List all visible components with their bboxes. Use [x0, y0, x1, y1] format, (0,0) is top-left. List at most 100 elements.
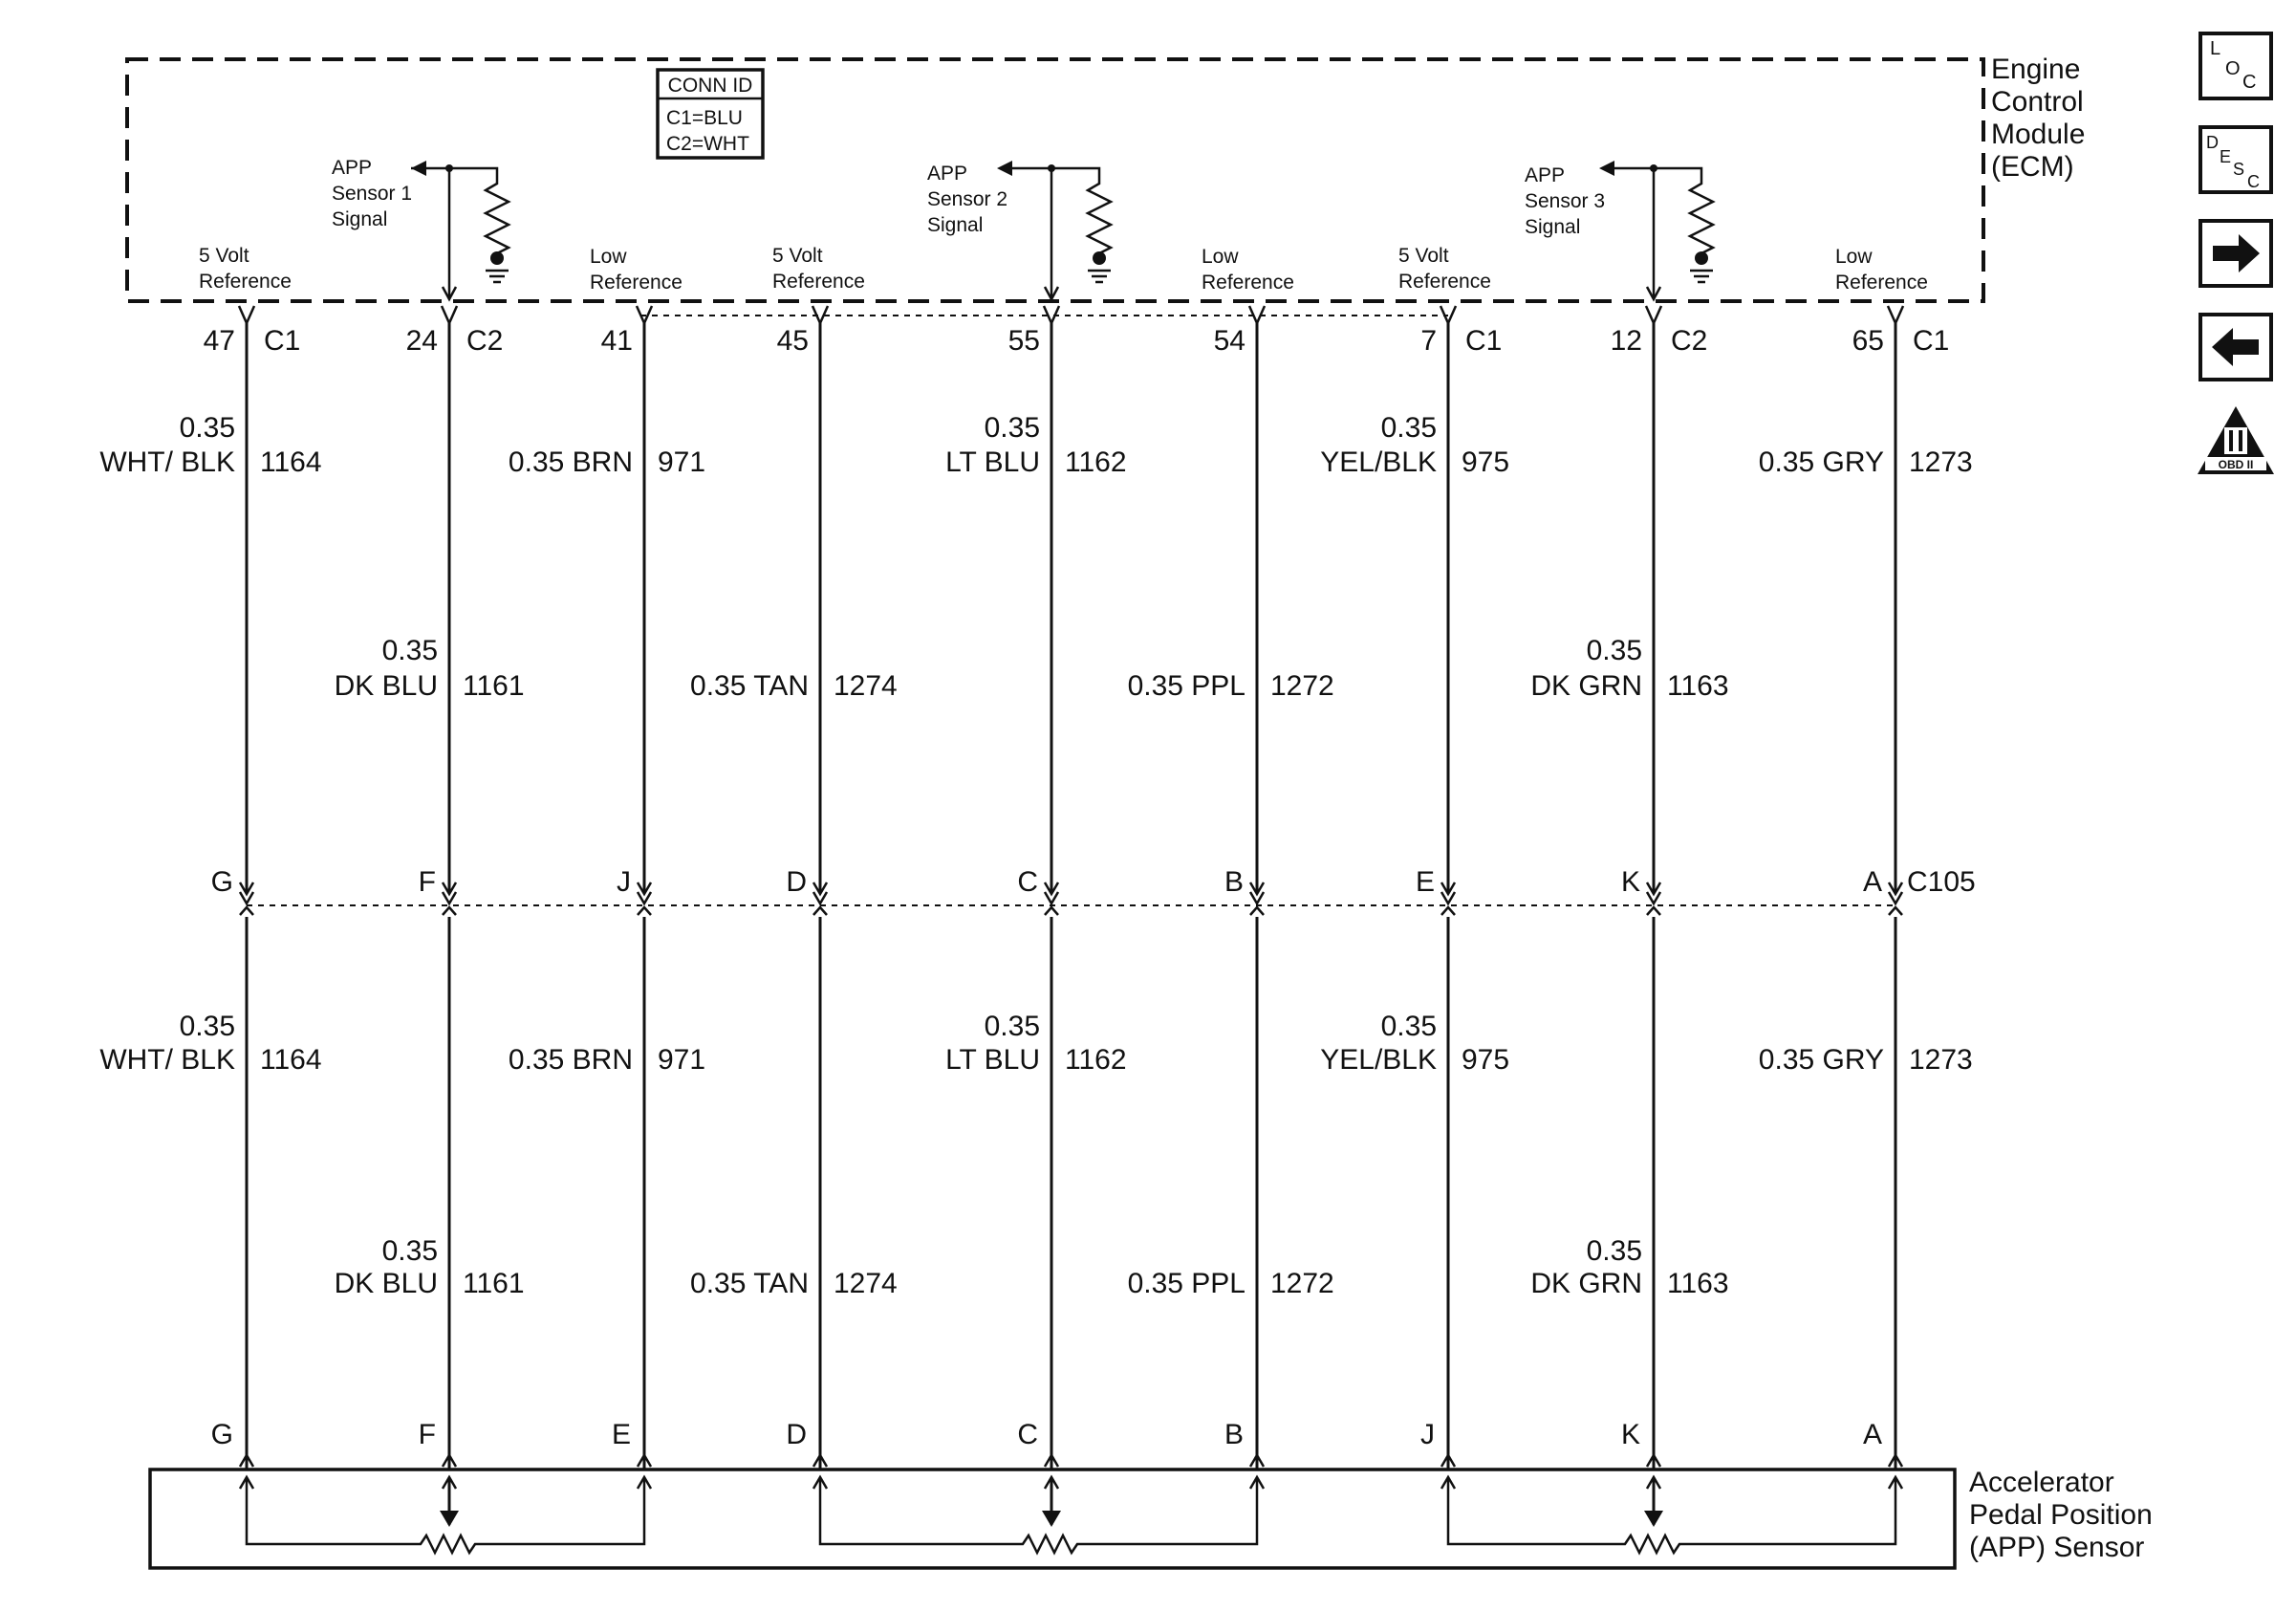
sensor-pin-letter: A	[1863, 1419, 1882, 1450]
c105-terminal	[441, 882, 458, 906]
svg-text:E: E	[2220, 147, 2231, 166]
svg-text:Low: Low	[1835, 246, 1873, 268]
circuit-number-label: 1164	[260, 446, 322, 478]
c105-terminal	[812, 882, 829, 906]
ecm-pin-number: 54	[1214, 325, 1245, 357]
svg-text:(APP) Sensor: (APP) Sensor	[1969, 1532, 2144, 1563]
svg-text:Reference: Reference	[772, 271, 865, 293]
svg-text:Signal: Signal	[927, 214, 983, 236]
wire-color-label: LT BLU	[945, 446, 1040, 478]
circuit-number-label: 1162	[1065, 1044, 1127, 1076]
wire-color-label: WHT/ BLK	[99, 446, 235, 478]
circuit-number-label: 1274	[834, 670, 898, 702]
desc-icon[interactable]: D E S C	[2199, 125, 2273, 194]
wire-color-label: YEL/BLK	[1320, 1044, 1437, 1076]
circuit-number-label: 971	[658, 1044, 705, 1076]
wire-gauge-label: 0.35	[180, 1011, 235, 1042]
svg-text:APP: APP	[332, 157, 372, 179]
wire-color-label: 0.35 GRY	[1759, 1044, 1884, 1076]
ecm-pin-number: 24	[406, 325, 438, 357]
c105-cavity-letter: K	[1621, 866, 1640, 898]
c105-terminal	[1440, 905, 1456, 916]
svg-text:Low: Low	[1202, 246, 1239, 268]
svg-text:L: L	[2210, 38, 2220, 59]
ecm-pin-terminal	[635, 305, 654, 327]
conn-id-box: CONN ID C1=BLU C2=WHT	[656, 68, 765, 160]
ecm-pin-terminal	[1886, 305, 1905, 327]
c105-terminal	[637, 905, 652, 916]
c105-cavity-letter: A	[1863, 866, 1882, 898]
c105-terminal	[1887, 882, 1904, 906]
wire-gauge-label: 0.35	[382, 635, 438, 666]
wire-gauge-label: 0.35	[1587, 635, 1642, 666]
svg-text:Signal: Signal	[1525, 216, 1580, 238]
svg-text:Reference: Reference	[590, 272, 682, 294]
ecm-pin-terminal	[1247, 305, 1267, 327]
svg-text:C: C	[2247, 172, 2260, 191]
c105-terminal	[1044, 905, 1059, 916]
wire-color-label: 0.35 BRN	[509, 446, 633, 478]
svg-text:Low: Low	[590, 246, 627, 268]
svg-text:D: D	[2206, 133, 2219, 152]
wire-gauge-label: 0.35	[985, 412, 1040, 444]
ecm-pin-terminal	[1439, 305, 1458, 327]
wire-gauge-label: 0.35	[382, 1235, 438, 1267]
wire-gauge-label: 0.35	[985, 1011, 1040, 1042]
prev-arrow-icon[interactable]	[2199, 313, 2273, 381]
svg-text:Reference: Reference	[199, 271, 292, 293]
c105-cavity-letter: F	[419, 866, 436, 898]
c105-cavity-letter: J	[617, 866, 631, 898]
svg-text:Sensor 2: Sensor 2	[927, 188, 1007, 210]
ecm-label-line: (ECM)	[1991, 151, 2074, 183]
wire-gauge-label: 0.35	[1381, 1011, 1437, 1042]
c105-cavity-letter: G	[211, 866, 233, 898]
ecm-pin-number: 55	[1008, 325, 1040, 357]
loc-icon[interactable]: L O C	[2199, 32, 2273, 100]
obd-ii-icon[interactable]: OBD II	[2198, 406, 2274, 474]
wire-color-label: DK GRN	[1530, 670, 1642, 702]
ecm-label-line: Control	[1991, 86, 2084, 118]
svg-text:Sensor 3: Sensor 3	[1525, 190, 1605, 212]
wire-color-label: YEL/BLK	[1320, 446, 1437, 478]
circuit-number-label: 1273	[1909, 1044, 1973, 1076]
ecm-pin-terminal	[237, 305, 256, 327]
sensor-3-signal-tap	[1599, 161, 1716, 302]
ecm-boundary	[125, 57, 1985, 303]
circuit-number-label: 1164	[260, 1044, 322, 1076]
c105-cavity-letter: B	[1224, 866, 1244, 898]
sensor-potentiometer-2	[812, 1474, 1266, 1556]
svg-text:APP: APP	[927, 163, 967, 185]
circuit-number-label: 1272	[1270, 670, 1334, 702]
svg-text:Signal: Signal	[332, 208, 387, 230]
wire-gauge-label: 0.35	[1381, 412, 1437, 444]
app-sensor-1-signal-label: APP Sensor 1 Signal	[332, 157, 412, 230]
c105-terminal	[1440, 882, 1457, 906]
svg-text:Reference: Reference	[1398, 271, 1491, 293]
svg-text:O: O	[2225, 58, 2241, 79]
next-arrow-icon[interactable]	[2199, 219, 2273, 288]
sensor-pin-letter: B	[1224, 1419, 1244, 1450]
c105-terminal	[1646, 905, 1661, 916]
sensor-potentiometer-1	[238, 1474, 653, 1556]
svg-text:Sensor 1: Sensor 1	[332, 183, 412, 205]
circuit-number-label: 1161	[463, 1268, 525, 1299]
c105-terminal	[812, 905, 828, 916]
wire-color-label: 0.35 BRN	[509, 1044, 633, 1076]
app-sensor-3-signal-label: APP Sensor 3 Signal	[1525, 164, 1605, 238]
circuit-number-label: 1272	[1270, 1268, 1334, 1299]
ecm-pin-terminal	[1042, 305, 1061, 327]
ecm-pin-terminal	[811, 305, 830, 327]
sensor-pin-letter: K	[1621, 1419, 1640, 1450]
wire-color-label: 0.35 TAN	[690, 670, 809, 702]
circuit-number-label: 1161	[463, 670, 525, 702]
c105-terminal	[1645, 882, 1662, 906]
sensor-pin-letter: F	[419, 1419, 436, 1450]
app-sensor-label: Accelerator Pedal Position (APP) Sensor	[1969, 1467, 2153, 1563]
ecm-pin-terminal	[440, 305, 459, 327]
svg-text:C: C	[2242, 72, 2256, 93]
svg-text:C1=BLU: C1=BLU	[666, 107, 743, 129]
ecm-label-line: Engine	[1991, 54, 2080, 85]
ecm-pin-number: 7	[1420, 325, 1437, 357]
svg-text:Pedal Position: Pedal Position	[1969, 1499, 2153, 1531]
